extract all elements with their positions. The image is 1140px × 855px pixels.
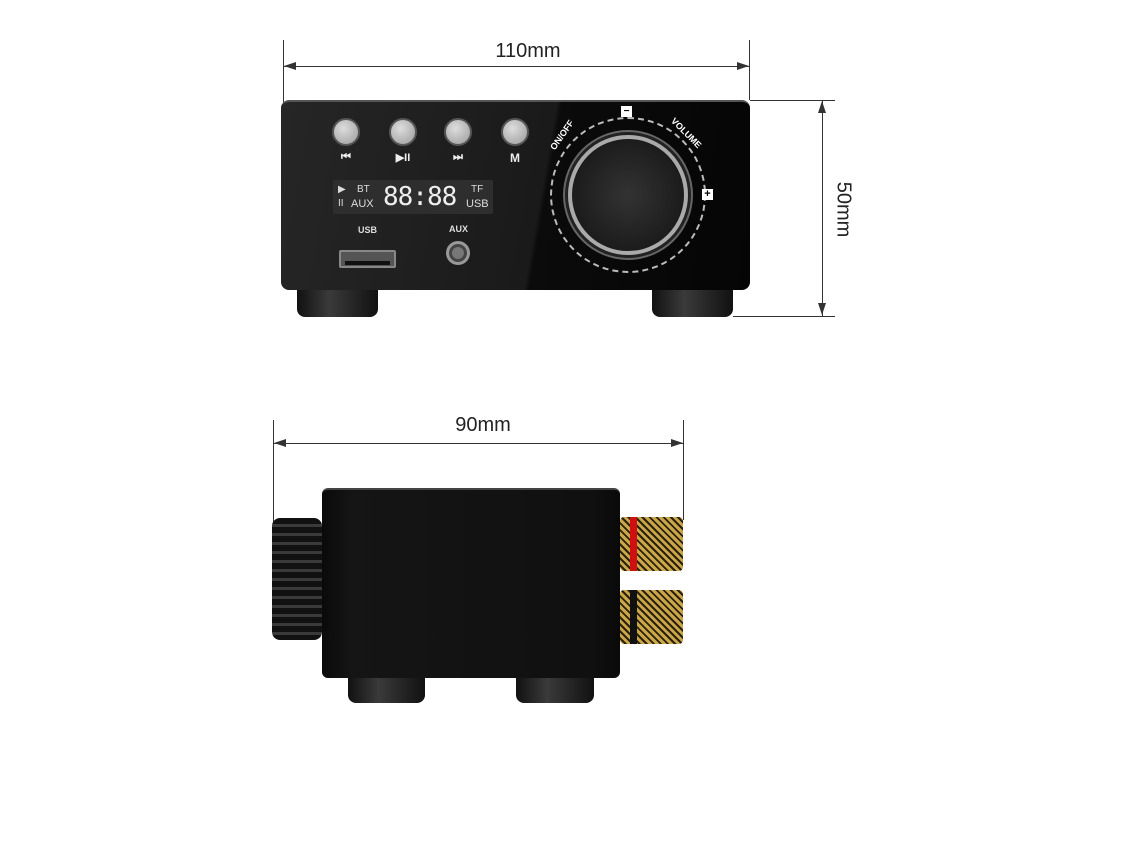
- arrow-right-icon: [737, 62, 749, 70]
- bt-indicator: BT: [357, 184, 370, 195]
- arrow-down-icon: [818, 303, 826, 315]
- pause-indicator: II: [338, 198, 344, 209]
- usb-port: [339, 250, 396, 268]
- black-speaker-terminal: [620, 590, 683, 644]
- width-label: 110mm: [495, 40, 561, 62]
- previous-button[interactable]: [332, 118, 360, 146]
- dimension-extension-right: [749, 40, 750, 100]
- dimension-line-width: [284, 66, 749, 67]
- aux-jack-label: AUX: [449, 224, 469, 234]
- side-volume-knob: [272, 518, 322, 640]
- lcd-display: ▶ II BT AUX 88:88 TF USB: [333, 180, 493, 214]
- arrow-up-icon: [818, 101, 826, 113]
- arrow-right-icon: [671, 439, 683, 447]
- dimension-line-depth: [274, 443, 683, 444]
- volume-knob[interactable]: [568, 135, 688, 255]
- dimension-extension-bottom: [733, 316, 835, 317]
- mode-icon: M: [510, 151, 520, 165]
- play-pause-button[interactable]: [389, 118, 417, 146]
- height-label: 50mm: [832, 181, 855, 238]
- front-foot-left: [297, 288, 378, 317]
- aux-jack: [446, 241, 470, 265]
- side-foot-right: [516, 676, 594, 703]
- aux-indicator: AUX: [351, 198, 374, 210]
- minus-icon: −: [621, 106, 632, 117]
- side-extension-right: [683, 420, 684, 520]
- next-button[interactable]: [444, 118, 472, 146]
- side-extension-left: [273, 420, 274, 525]
- dimension-extension-top: [750, 100, 835, 101]
- dimension-extension-left: [283, 40, 284, 105]
- front-foot-right: [652, 288, 733, 317]
- plus-icon: +: [702, 189, 713, 200]
- next-icon: ⏭: [453, 151, 463, 163]
- red-speaker-terminal: [620, 517, 683, 571]
- mode-button[interactable]: [501, 118, 529, 146]
- dimension-line-height: [822, 100, 823, 316]
- lcd-digits: 88:88: [383, 182, 457, 212]
- arrow-left-icon: [274, 439, 286, 447]
- play-pause-icon: ▶II: [395, 152, 411, 164]
- arrow-left-icon: [284, 62, 296, 70]
- usb-indicator: USB: [466, 198, 489, 210]
- previous-icon: ⏮: [341, 151, 351, 163]
- depth-label: 90mm: [455, 414, 511, 436]
- play-indicator: ▶: [338, 184, 346, 195]
- side-body: [322, 488, 620, 678]
- side-foot-left: [348, 676, 425, 703]
- tf-indicator: TF: [471, 184, 484, 195]
- usb-port-label: USB: [358, 225, 378, 235]
